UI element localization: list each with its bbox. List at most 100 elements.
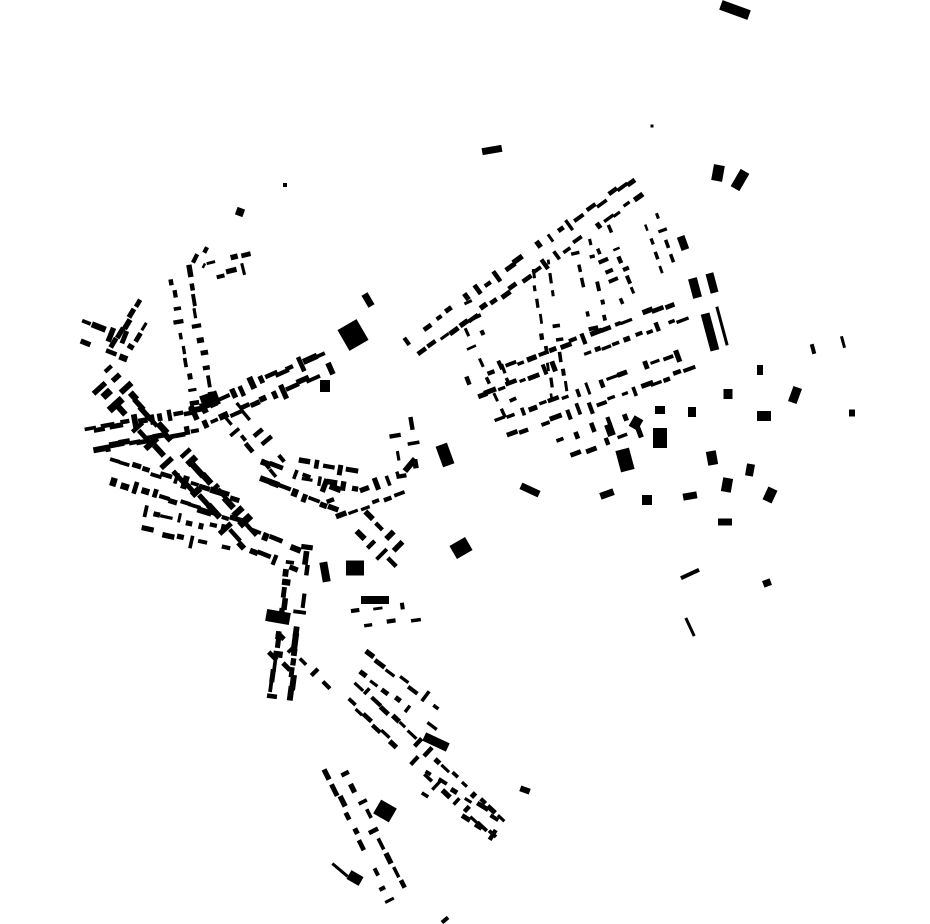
building (563, 380, 569, 392)
building (396, 473, 407, 479)
building (629, 286, 636, 295)
building (339, 480, 347, 492)
building (463, 299, 473, 306)
building (504, 377, 511, 384)
building (426, 721, 438, 731)
building (309, 667, 320, 678)
building (622, 335, 631, 343)
building (130, 421, 145, 434)
building (618, 297, 625, 305)
building (304, 564, 310, 576)
building (90, 321, 107, 333)
building (555, 436, 565, 443)
building (177, 512, 182, 523)
building (201, 419, 210, 429)
building (595, 198, 608, 209)
building (266, 650, 279, 662)
building (557, 351, 563, 363)
building (257, 374, 266, 385)
building (131, 481, 140, 495)
building (573, 431, 581, 440)
building (431, 779, 442, 791)
building (463, 797, 473, 804)
building (762, 578, 772, 588)
building (612, 210, 621, 218)
building (762, 486, 778, 504)
building (114, 326, 126, 340)
building (607, 186, 619, 196)
building (662, 354, 674, 362)
building (650, 124, 654, 128)
building (552, 323, 561, 329)
building (700, 312, 720, 352)
building (507, 281, 518, 291)
building (631, 386, 639, 397)
building (483, 386, 497, 396)
building (680, 567, 700, 581)
building (506, 429, 519, 438)
building (256, 549, 272, 560)
building (151, 488, 159, 499)
building-footprints (79, 0, 855, 924)
building (119, 418, 130, 425)
building (668, 253, 676, 263)
building (183, 425, 191, 436)
building (229, 409, 243, 418)
building (723, 389, 733, 399)
building (601, 344, 612, 351)
building (301, 476, 313, 482)
building (357, 798, 368, 806)
building (479, 797, 488, 806)
building (478, 357, 485, 368)
building (126, 342, 135, 351)
building (371, 476, 382, 491)
building (435, 442, 455, 468)
building (650, 379, 663, 387)
building (573, 212, 585, 223)
building (178, 332, 183, 340)
building (489, 813, 500, 822)
building (307, 495, 321, 504)
building (384, 529, 396, 542)
building (705, 450, 719, 466)
building (269, 668, 276, 683)
building (317, 476, 322, 487)
building (235, 401, 244, 411)
building (281, 578, 291, 586)
building (395, 450, 401, 461)
building (422, 745, 434, 758)
building (600, 299, 606, 305)
building (180, 475, 190, 490)
building (221, 544, 231, 551)
building (711, 164, 725, 182)
building (409, 755, 420, 766)
building (584, 382, 592, 395)
building (539, 258, 550, 271)
building (363, 622, 373, 628)
building (189, 399, 200, 407)
building (543, 345, 549, 355)
building (410, 617, 422, 623)
building (540, 363, 549, 376)
building (621, 413, 629, 422)
building (122, 318, 133, 331)
building (519, 482, 541, 498)
building (185, 520, 193, 527)
building (575, 388, 582, 398)
building (540, 420, 551, 427)
building (200, 349, 209, 356)
building (492, 392, 499, 402)
building (354, 707, 364, 717)
building (616, 432, 628, 440)
building (585, 202, 597, 212)
building (649, 358, 660, 365)
building (118, 438, 131, 446)
building (268, 680, 274, 693)
building (274, 638, 282, 649)
building (326, 478, 338, 486)
building (197, 538, 208, 545)
building (289, 543, 302, 554)
building (516, 360, 525, 366)
building (472, 283, 483, 296)
building (547, 395, 560, 404)
